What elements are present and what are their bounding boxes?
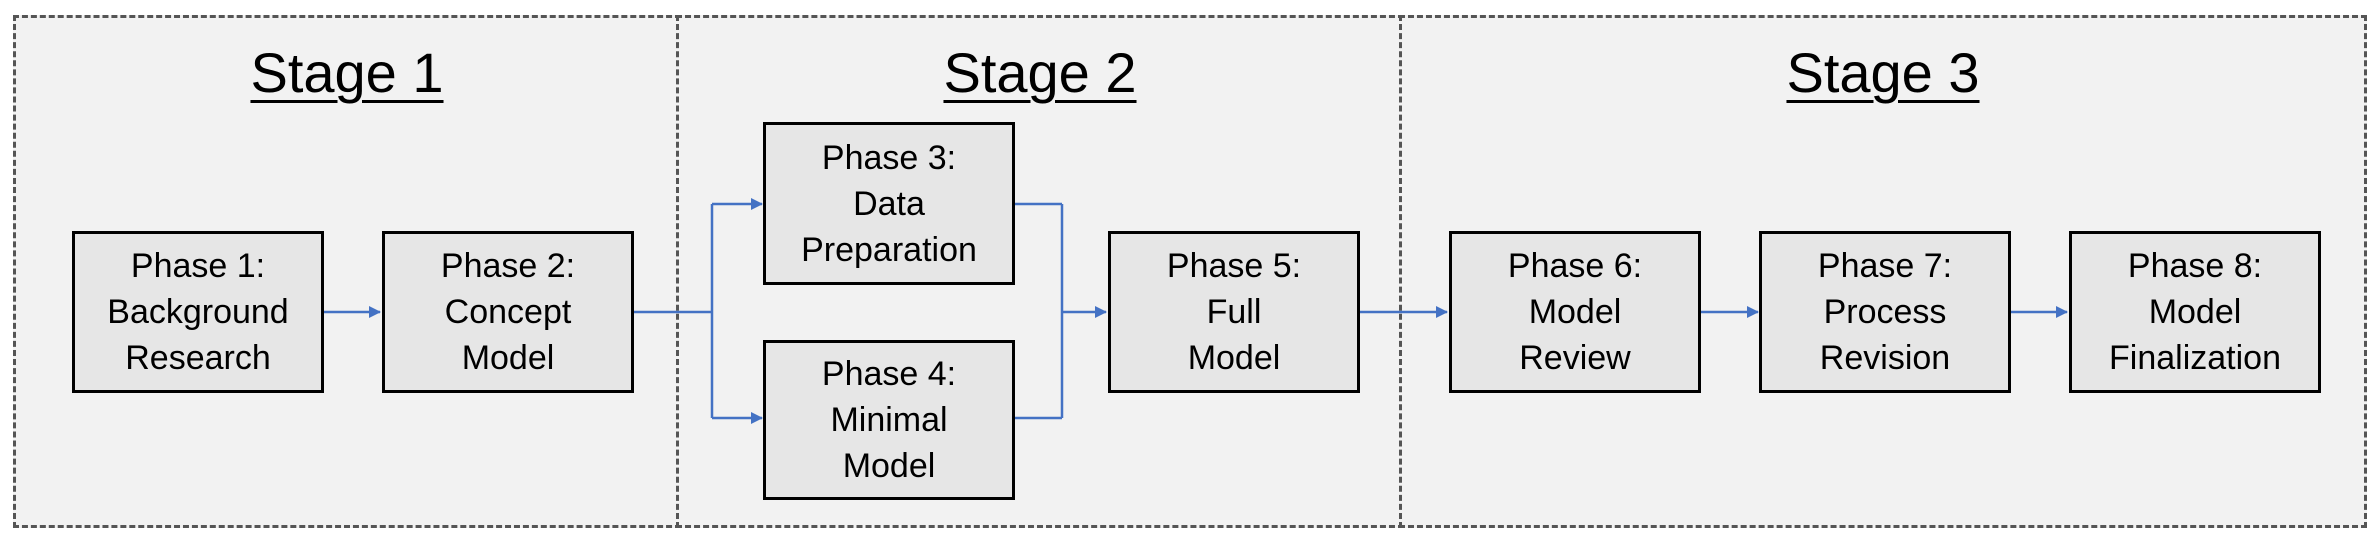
- phase-label: Phase 5:: [1166, 247, 1302, 285]
- phase-name-line: Revision: [1819, 339, 1951, 377]
- stage-title: Stage 2: [943, 41, 1137, 104]
- phase-name-line: Data: [853, 184, 925, 223]
- phase-name-line: Research: [125, 339, 271, 377]
- phase-5-box: Phase 5: Full Model: [1108, 231, 1360, 393]
- phase-name-line: Process: [1823, 293, 1947, 331]
- phase-label: Phase 1:: [130, 247, 266, 285]
- phase-1-box: Phase 1: Background Research: [72, 231, 324, 393]
- phase-name-line: Minimal: [830, 401, 948, 439]
- phase-3-box: Phase 3: Data Preparation: [763, 122, 1015, 285]
- phase-name-line: Background: [107, 293, 289, 331]
- phase-label: Phase 3:: [821, 138, 957, 177]
- phase-label: Phase 8:: [2127, 247, 2263, 285]
- phase-name-line: Finalization: [2109, 339, 2281, 377]
- stage-title: Stage 3: [1786, 41, 1980, 104]
- phase-label: Phase 7:: [1817, 247, 1953, 285]
- phase-name-line: Preparation: [801, 230, 977, 269]
- phase-2-box: Phase 2: Concept Model: [382, 231, 634, 393]
- phase-label: Phase 6:: [1507, 247, 1643, 285]
- phase-label: Phase 4:: [821, 355, 957, 393]
- phase-name-line: Model: [2148, 293, 2242, 331]
- phase-7-box: Phase 7: Process Revision: [1759, 231, 2011, 393]
- phase-4-box: Phase 4: Minimal Model: [763, 340, 1015, 500]
- phase-name-line: Concept: [444, 293, 572, 331]
- phase-label: Phase 2:: [440, 247, 576, 285]
- phase-name-line: Full: [1206, 293, 1262, 331]
- phase-name-line: Model: [1187, 339, 1281, 377]
- phase-6-box: Phase 6: Model Review: [1449, 231, 1701, 393]
- stage-title: Stage 1: [250, 41, 444, 104]
- phase-name-line: Review: [1519, 339, 1631, 377]
- phase-name-line: Model: [842, 447, 936, 485]
- phase-8-box: Phase 8: Model Finalization: [2069, 231, 2321, 393]
- phase-name-line: Model: [1528, 293, 1622, 331]
- phase-name-line: Model: [461, 339, 555, 377]
